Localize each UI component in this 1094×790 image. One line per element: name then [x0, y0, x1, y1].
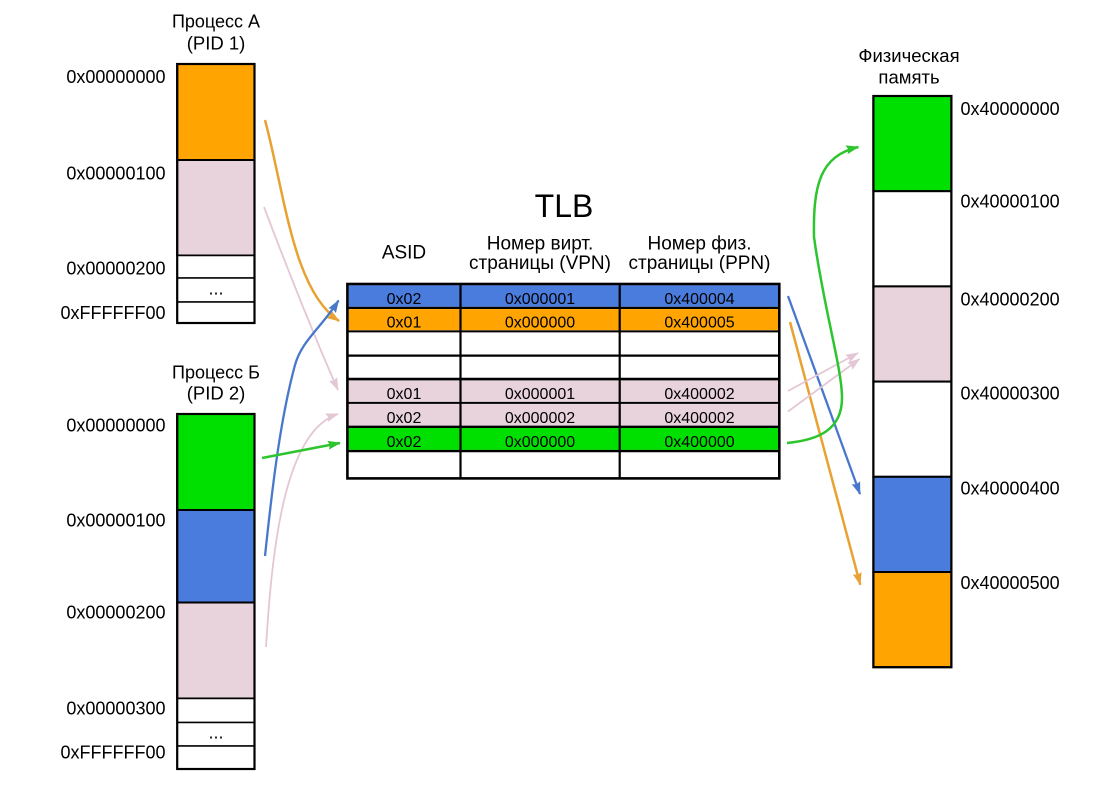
svg-text:0x400002: 0x400002 — [664, 386, 734, 403]
svg-text:страницы (PPN): страницы (PPN) — [629, 253, 771, 274]
svg-text:0x40000200: 0x40000200 — [961, 290, 1060, 310]
svg-text:0x00000100: 0x00000100 — [66, 163, 165, 183]
svg-text:...: ... — [208, 279, 223, 299]
svg-text:0x40000500: 0x40000500 — [961, 573, 1060, 593]
svg-text:0x40000100: 0x40000100 — [961, 191, 1060, 211]
svg-text:0x40000000: 0x40000000 — [961, 99, 1060, 119]
svg-text:0x400005: 0x400005 — [664, 315, 734, 332]
svg-text:Номер физ.: Номер физ. — [648, 234, 752, 255]
svg-text:0x000000: 0x000000 — [505, 434, 575, 451]
svg-text:0x00000300: 0x00000300 — [66, 698, 165, 718]
svg-text:0x400004: 0x400004 — [664, 291, 734, 308]
svg-text:страницы (VPN): страницы (VPN) — [469, 253, 611, 274]
svg-text:Процесс А: Процесс А — [172, 12, 260, 32]
svg-text:(PID 1): (PID 1) — [187, 33, 246, 54]
svg-text:0x02: 0x02 — [387, 434, 422, 451]
svg-text:...: ... — [208, 723, 223, 743]
svg-text:Физическая: Физическая — [858, 45, 959, 66]
svg-text:(PID 2): (PID 2) — [187, 382, 246, 403]
svg-text:0x00000200: 0x00000200 — [66, 602, 165, 622]
svg-text:0x000002: 0x000002 — [505, 410, 575, 427]
svg-text:0x00000000: 0x00000000 — [66, 415, 165, 435]
svg-text:0x00000200: 0x00000200 — [66, 258, 165, 278]
svg-text:ASID: ASID — [382, 243, 426, 264]
svg-text:0x40000300: 0x40000300 — [961, 384, 1060, 404]
svg-text:0x00000100: 0x00000100 — [66, 510, 165, 530]
svg-text:память: память — [878, 67, 939, 88]
svg-text:0x01: 0x01 — [387, 315, 422, 332]
svg-text:0x02: 0x02 — [387, 410, 422, 427]
svg-text:0x000000: 0x000000 — [505, 315, 575, 332]
svg-text:Номер вирт.: Номер вирт. — [487, 234, 594, 255]
svg-text:TLB: TLB — [535, 188, 594, 224]
svg-text:0x40000400: 0x40000400 — [961, 479, 1060, 499]
svg-text:0x02: 0x02 — [387, 291, 422, 308]
svg-text:0x01: 0x01 — [387, 386, 422, 403]
svg-text:0x00000000: 0x00000000 — [66, 67, 165, 87]
svg-text:0x400000: 0x400000 — [664, 434, 734, 451]
svg-text:0xFFFFFF00: 0xFFFFFF00 — [60, 303, 165, 323]
svg-text:Процесс Б: Процесс Б — [172, 362, 260, 382]
svg-text:0x000001: 0x000001 — [505, 386, 575, 403]
svg-text:0xFFFFFF00: 0xFFFFFF00 — [60, 742, 165, 762]
svg-text:0x400002: 0x400002 — [664, 410, 734, 427]
svg-text:0x000001: 0x000001 — [505, 291, 575, 308]
